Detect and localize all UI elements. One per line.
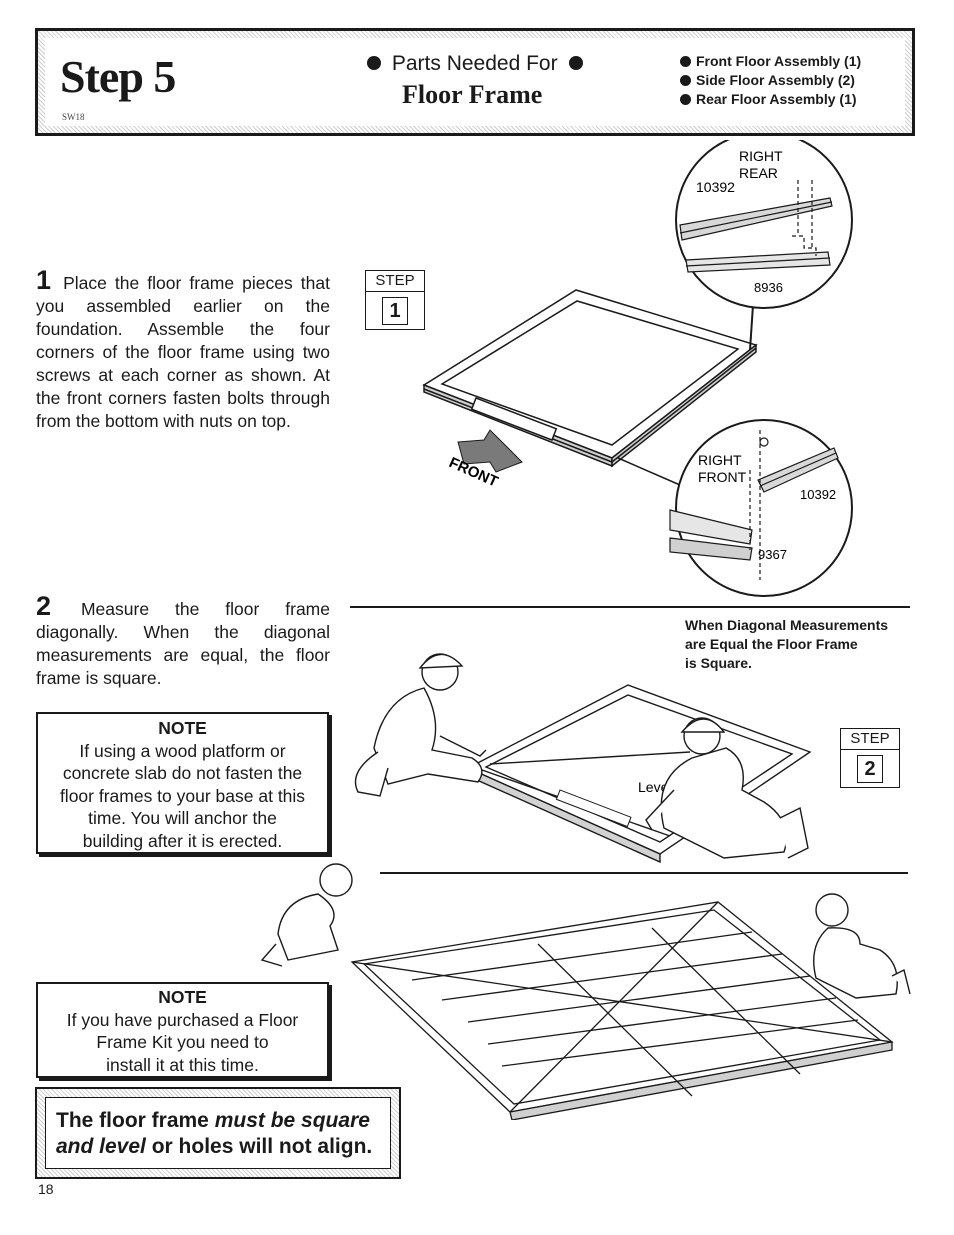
leader-line [617, 457, 681, 486]
floor-kit-illustration [260, 863, 911, 1120]
step1-instructions: 1 Place the floor frame pieces that you … [36, 267, 330, 433]
front-corner-detail: RIGHT FRONT 10392 9367 [669, 419, 853, 597]
parts-needed-label: Parts Needed For [391, 52, 558, 75]
note-line: building after it is erected. [82, 830, 283, 851]
bullet-icon [680, 56, 691, 67]
floor-kit-drawing [350, 901, 894, 1120]
note-line: time. You will anchor the [88, 808, 277, 828]
badge-label: STEP [841, 729, 899, 750]
parts-list-item: Rear Floor Assembly (1) [680, 90, 861, 109]
note-line: If using a wood platform or [79, 740, 286, 761]
front-part-a: 10392 [800, 487, 836, 502]
diagonal-caption: When Diagonal Measurements are Equal the… [685, 617, 889, 671]
badge-number: 1 [382, 297, 408, 325]
parts-list: Front Floor Assembly (1) Side Floor Asse… [680, 52, 861, 109]
worker-figure-kit-left [260, 863, 353, 967]
rear-part-a: 10392 [696, 179, 735, 195]
header-banner [35, 28, 915, 136]
worker-figure-left [354, 653, 487, 797]
worker-figure-kit-right [813, 893, 911, 999]
square-level-warning: The floor frame must be square and level… [35, 1087, 401, 1179]
floor-frame-drawing [422, 289, 758, 468]
parts-list-item: Front Floor Assembly (1) [680, 52, 861, 71]
bullet-icon [680, 94, 691, 105]
bullet-icon [680, 75, 691, 86]
rear-part-b: 8936 [754, 280, 783, 295]
step2-badge: STEP 2 [840, 728, 900, 788]
note-line: concrete slab do not fasten the [62, 763, 303, 783]
front-detail-line2: FRONT [698, 469, 747, 485]
bullet-icon [367, 56, 381, 70]
step1-text: Place the floor frame pieces that you as… [36, 273, 330, 431]
step1-illustration: FRONT RIGHT REAR 10392 8936 RIGH [422, 140, 853, 597]
note-box-platform: NOTE If using a wood platform or concret… [36, 712, 329, 854]
kit-divider [380, 872, 908, 874]
subject-title: Floor Frame [402, 80, 543, 109]
note-line: Frame Kit you need to [96, 1032, 269, 1052]
front-part-b: 9367 [758, 547, 787, 562]
worker-figure-right [645, 717, 809, 859]
level-tool: Level [555, 779, 671, 828]
note-line: install it at this time. [106, 1054, 259, 1075]
note-title: NOTE [158, 718, 207, 738]
step-code: SW18 [62, 112, 85, 122]
rear-detail-line1: RIGHT [739, 148, 783, 164]
note-line: If you have purchased a Floor [66, 1009, 299, 1030]
step2-text: Measure the floor frame diagonally. When… [36, 599, 330, 688]
parts-list-item: Side Floor Assembly (2) [680, 71, 861, 90]
note-title: NOTE [158, 987, 207, 1007]
step1-badge: STEP 1 [365, 270, 425, 330]
front-detail-line1: RIGHT [698, 452, 742, 468]
step1-number: 1 [36, 265, 52, 295]
page-number: 18 [38, 1181, 54, 1197]
step2-illustration: Level [354, 653, 812, 864]
step-title: Step 5 [60, 51, 176, 102]
badge-number: 2 [857, 755, 883, 783]
step2-divider [350, 606, 910, 608]
note-box-floor-kit: NOTE If you have purchased a Floor Frame… [36, 982, 329, 1078]
warning-line-2: and level or holes will not align. [56, 1135, 373, 1158]
bullet-icon [569, 56, 584, 70]
warning-line-1: The floor frame must be square [56, 1109, 370, 1132]
step2-number: 2 [36, 591, 52, 621]
rear-corner-detail: RIGHT REAR 10392 8936 [675, 140, 853, 309]
front-arrow-icon: FRONT [446, 429, 523, 491]
badge-label: STEP [366, 271, 424, 292]
rear-detail-line2: REAR [739, 165, 778, 181]
parts-needed-heading: Parts Needed For [367, 52, 588, 76]
note-line: floor frames to your base at this [59, 785, 306, 806]
step2-instructions: 2 Measure the floor frame diagonally. Wh… [36, 593, 330, 690]
